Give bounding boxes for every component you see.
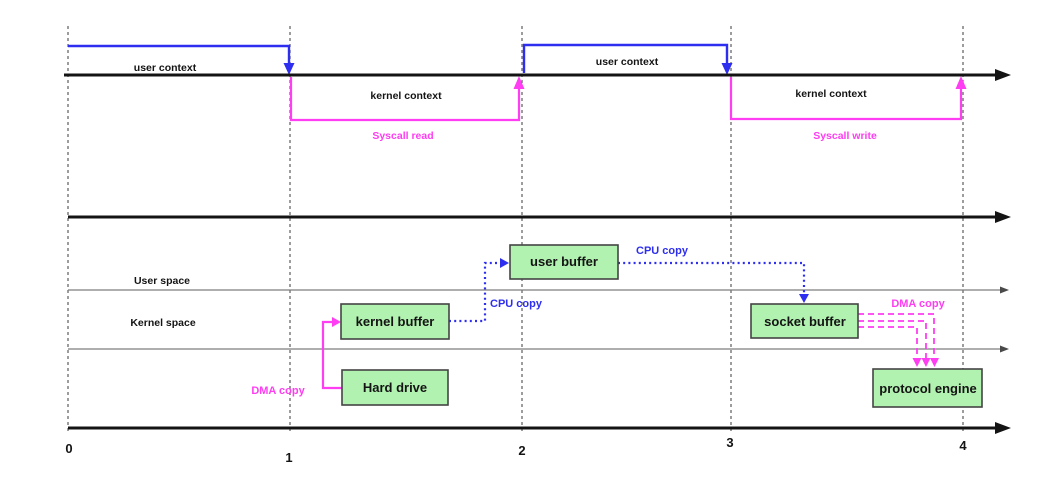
protocol-engine-label: protocol engine xyxy=(879,381,977,396)
user-context-lines xyxy=(68,43,729,73)
dma-copy-right-arrowhead-3 xyxy=(912,358,922,367)
dma-copy-right-paths xyxy=(858,313,935,358)
axis-tick-3: 3 xyxy=(726,435,733,450)
user-context-label-1: user context xyxy=(134,62,197,74)
user-context-line-2 xyxy=(522,43,729,73)
cpu-copy-1-path xyxy=(449,261,500,323)
axis-tick-4: 4 xyxy=(959,438,967,453)
dma-copy-left-label: DMA copy xyxy=(251,385,305,397)
context-switch-down-arrow-1 xyxy=(283,63,295,75)
dma-copy-right-label: DMA copy xyxy=(891,298,945,310)
buffer-boxes: kernel buffer Hard drive user buffer soc… xyxy=(340,244,983,408)
syscall-read-line xyxy=(289,77,521,122)
user-context-line-1 xyxy=(68,44,291,63)
axis-tick-1: 1 xyxy=(285,450,292,465)
hard-drive-label: Hard drive xyxy=(363,380,427,395)
dma-copy-right-arrowhead-1 xyxy=(930,358,939,367)
axis-tick-2: 2 xyxy=(518,443,525,458)
dma-copy-right-path-1 xyxy=(858,313,935,358)
kernel-buffer-box xyxy=(340,303,450,340)
dma-copy-right-path-2 xyxy=(858,320,927,358)
kernel-context-label-2: kernel context xyxy=(795,88,867,100)
dma-copy-left-path xyxy=(321,320,342,390)
dma-copy-left-arrowhead xyxy=(332,317,341,327)
context-switch-down-arrow-2 xyxy=(721,63,733,75)
cpu-copy-2-arrowhead xyxy=(799,294,809,303)
kernel-space-boundary-arrowhead xyxy=(1000,345,1009,353)
cpu-copy-1-label: CPU copy xyxy=(490,298,543,310)
user-space-label: User space xyxy=(134,275,190,287)
separator-timeline-arrowhead xyxy=(995,211,1011,223)
syscall-write-line xyxy=(729,77,963,121)
kernel-buffer-label: kernel buffer xyxy=(356,314,435,329)
dma-copy-right-path-3 xyxy=(858,326,918,358)
axis-tick-0: 0 xyxy=(65,441,72,456)
context-timeline-arrowhead xyxy=(995,69,1011,81)
cpu-copy-2-label: CPU copy xyxy=(636,245,689,257)
syscall-read-up-arrow xyxy=(513,76,525,89)
socket-buffer-label: socket buffer xyxy=(764,314,846,329)
dma-copy-right-arrowhead-2 xyxy=(921,358,931,367)
syscall-write-up-arrow xyxy=(955,76,967,89)
user-buffer-box xyxy=(509,244,619,280)
protocol-engine-box xyxy=(872,368,983,408)
socket-buffer-box xyxy=(750,303,859,339)
syscall-read-label: Syscall read xyxy=(372,130,433,142)
time-axis-arrowhead xyxy=(995,422,1011,434)
syscall-lines xyxy=(289,77,963,122)
kernel-context-label-1: kernel context xyxy=(370,90,442,102)
user-context-label-2: user context xyxy=(596,56,659,68)
kernel-space-label: Kernel space xyxy=(130,317,196,329)
syscall-write-label: Syscall write xyxy=(813,130,877,142)
user-buffer-label: user buffer xyxy=(530,254,598,269)
user-space-boundary-arrowhead xyxy=(1000,286,1009,294)
cpu-copy-1-arrowhead xyxy=(500,258,509,268)
hard-drive-box xyxy=(341,369,449,406)
